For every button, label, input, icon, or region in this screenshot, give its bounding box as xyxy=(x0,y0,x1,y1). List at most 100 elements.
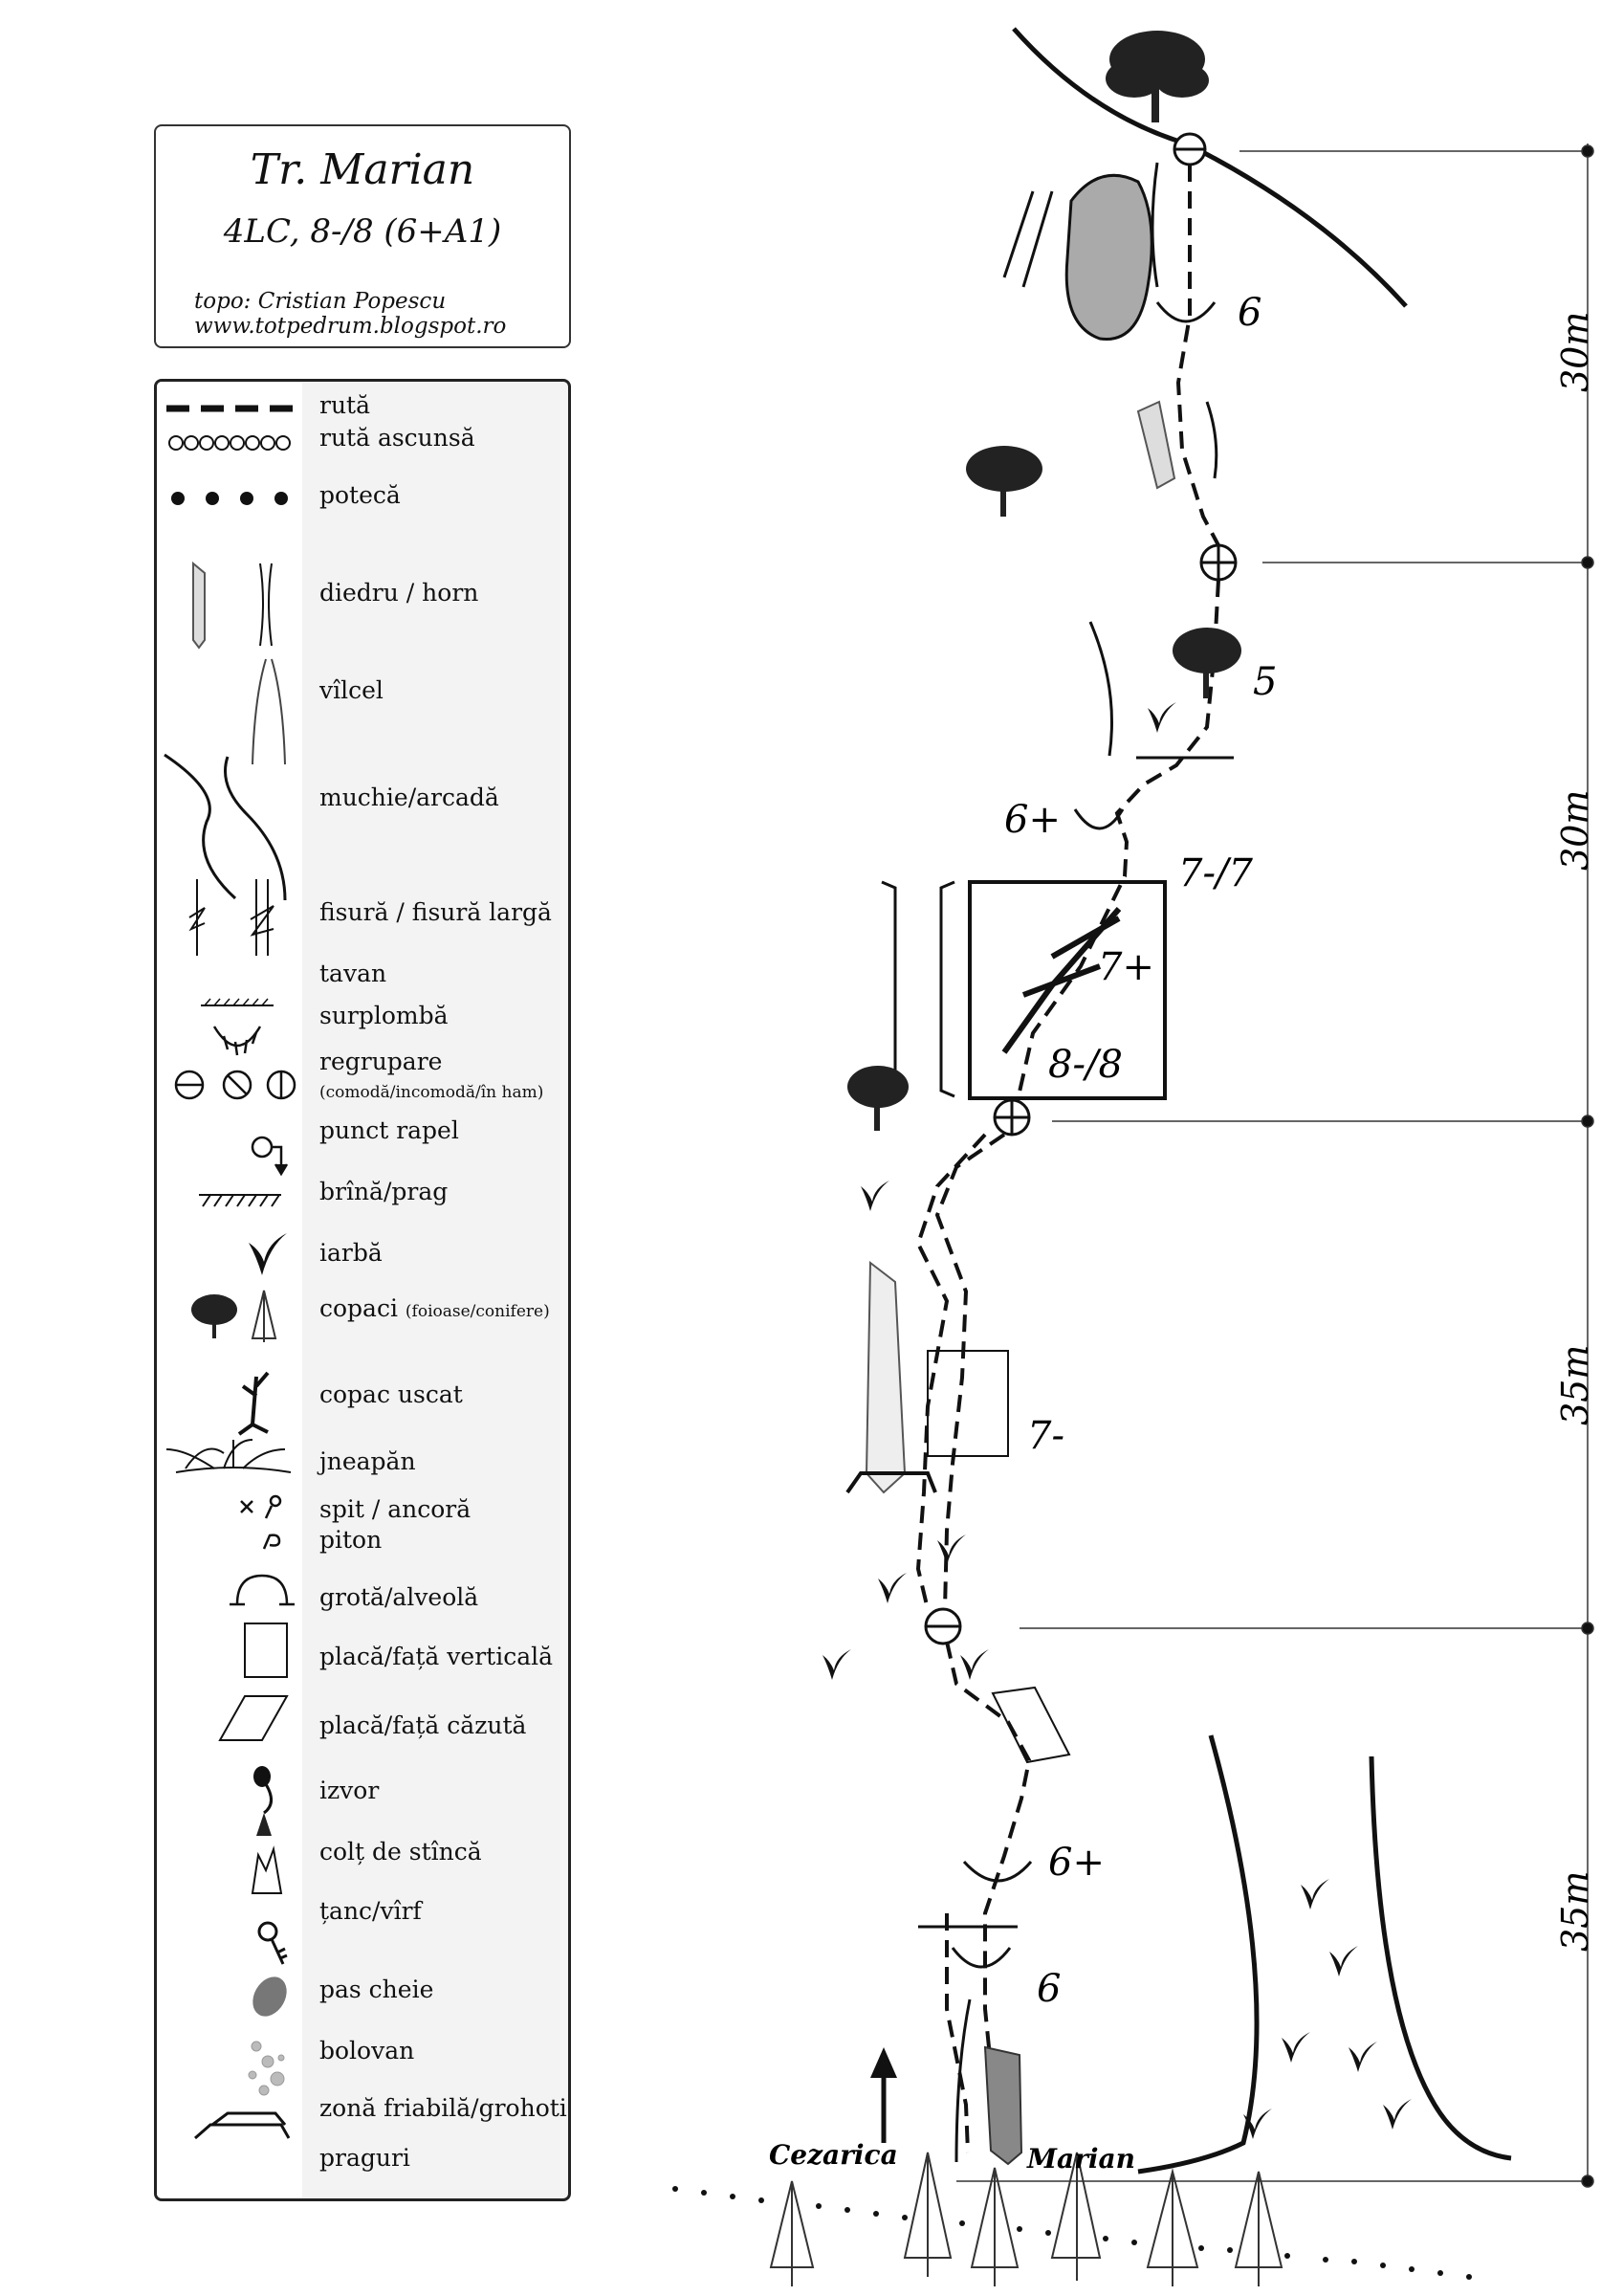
legend-route: rută xyxy=(319,391,371,419)
author-credit: topo: Cristian Popescu www.totpedrum.blo… xyxy=(194,289,506,339)
author-site: www.totpedrum.blogspot.ro xyxy=(194,314,507,339)
overhangs xyxy=(951,301,1217,1969)
cave-icon xyxy=(230,1574,295,1606)
overhang-icon xyxy=(212,1026,262,1056)
grade-7plus: 7+ xyxy=(1098,945,1154,989)
grade-5: 5 xyxy=(1253,660,1277,704)
legend-cave: grotă/alveolă xyxy=(319,1583,479,1611)
hidden-route-icon xyxy=(168,435,291,451)
legend-trees-note: (foioase/conifere) xyxy=(405,1302,550,1321)
legend-boulder: bolovan xyxy=(319,2037,415,2064)
legend-gully: vîlcel xyxy=(319,676,384,704)
grade-top: 6 xyxy=(1238,291,1261,335)
route-name-marian: Marian xyxy=(1026,2143,1135,2175)
start-arrow-icon xyxy=(870,2047,897,2143)
legend-path: potecă xyxy=(319,481,401,509)
route-grade: 4LC, 8-/8 (6+A1) xyxy=(223,212,502,251)
legend-steps: praguri xyxy=(319,2144,410,2172)
legend-juniper: jneapăn xyxy=(319,1447,416,1475)
legend-edge: muchie/arcadă xyxy=(319,784,499,811)
legend-overhang: surplombă xyxy=(319,1002,449,1029)
grass-tufts xyxy=(822,702,1412,2139)
belay-icons xyxy=(174,1070,296,1100)
legend-piton: piton xyxy=(319,1526,383,1554)
peak-icon xyxy=(251,1845,283,1894)
dihedral-icon xyxy=(192,561,273,650)
vertical-slab-icon xyxy=(244,1623,288,1678)
legend-dihedral: diedru / horn xyxy=(319,579,479,607)
legend-spring: izvor xyxy=(319,1777,380,1804)
legend-trees-label: copaci xyxy=(319,1294,398,1322)
legend-vertical-slab: placă/față verticală xyxy=(319,1643,554,1670)
legend-peak: țanc/vîrf xyxy=(319,1897,422,1925)
roof-icon xyxy=(201,998,274,1006)
gully-icon xyxy=(252,658,286,765)
ledge-icon xyxy=(199,1194,281,1207)
route-title: Tr. Marian xyxy=(250,145,475,194)
slabs xyxy=(968,880,1167,1100)
path-dots-icon xyxy=(171,492,288,505)
rappel-icon xyxy=(251,1136,289,1177)
bolt-icon xyxy=(240,1494,282,1550)
length-label-4: 35m xyxy=(1554,1871,1596,1952)
crack-big xyxy=(1001,907,1122,1054)
legend-dead-tree: copac uscat xyxy=(319,1380,463,1408)
legend-icons xyxy=(164,405,296,2140)
legend-belay-label: regrupare xyxy=(319,1048,443,1075)
belay-markers xyxy=(924,132,1238,1645)
grade-8minus-8: 8-/8 xyxy=(1048,1043,1123,1087)
route-line xyxy=(934,165,1220,2152)
boulder-icon xyxy=(252,1976,287,2017)
legend-scree: zonă friabilă/grohotiș xyxy=(319,2094,571,2122)
grade-6plus-lower: 6+ xyxy=(1048,1841,1105,1885)
route-edges xyxy=(954,162,1218,2163)
author-name: topo: Cristian Popescu xyxy=(194,289,447,314)
legend-roof: tavan xyxy=(319,960,387,987)
grade-7minus-7: 7-/7 xyxy=(1178,851,1253,895)
slab-icon xyxy=(218,1695,289,1741)
trees-icon xyxy=(191,1290,277,1342)
grey-boulder xyxy=(1002,173,1153,342)
legend-grass: iarbă xyxy=(319,1239,383,1267)
juniper-icon xyxy=(165,1439,292,1473)
side-trees xyxy=(847,446,1241,1131)
key-icon xyxy=(257,1921,288,1965)
legend-belay: regrupare (comodă/incomodă/în ham) xyxy=(319,1048,543,1103)
route-line-2 xyxy=(915,1133,987,2153)
legend-pillar: colț de stîncă xyxy=(319,1838,482,1866)
pillar-icon xyxy=(256,1813,272,1836)
legend-key-move: pas cheie xyxy=(319,1976,434,2003)
length-label-3: 35m xyxy=(1554,1345,1596,1425)
ledges xyxy=(918,756,1234,1929)
grade-6plus-upper: 6+ xyxy=(1004,798,1061,842)
steps-icon xyxy=(194,2111,291,2140)
legend-slab: placă/față căzută xyxy=(319,1711,527,1739)
grass-icon xyxy=(249,1233,287,1275)
top-tree xyxy=(1106,31,1209,122)
spring-icon xyxy=(253,1766,273,1815)
crack-icon xyxy=(188,879,274,956)
route-name-cezarica: Cezarica xyxy=(769,2139,898,2171)
legend-bolt: spit / ancoră xyxy=(319,1495,472,1523)
valley-lines xyxy=(1137,1734,1512,2175)
length-label-1: 30m xyxy=(1554,312,1596,392)
legend-crack: fisură / fisură largă xyxy=(319,898,552,926)
legend-trees: copaci (foioase/conifere) xyxy=(319,1294,550,1322)
legend-hidden-route: rută ascunsă xyxy=(319,424,475,452)
dihedral-bottom xyxy=(983,2045,1023,2166)
edge-icon xyxy=(164,753,287,901)
grade-7minus: 7- xyxy=(1027,1414,1064,1458)
length-scale xyxy=(956,144,1594,2188)
dihedral-top xyxy=(1136,400,1176,490)
scree-icon xyxy=(248,2041,285,2096)
legend-ledge: brînă/prag xyxy=(319,1178,449,1205)
conifers xyxy=(769,2152,1283,2286)
slabs-thin xyxy=(927,1350,1071,1764)
legend-box: rută rută ascunsă potecă diedru / horn v… xyxy=(154,379,571,2201)
legend-rappel: punct rapel xyxy=(319,1116,459,1144)
grade-6-bottom: 6 xyxy=(1037,1967,1061,2011)
dead-tree-icon xyxy=(237,1371,270,1436)
approach-path xyxy=(672,2186,1472,2280)
chimney-left xyxy=(881,880,955,1098)
